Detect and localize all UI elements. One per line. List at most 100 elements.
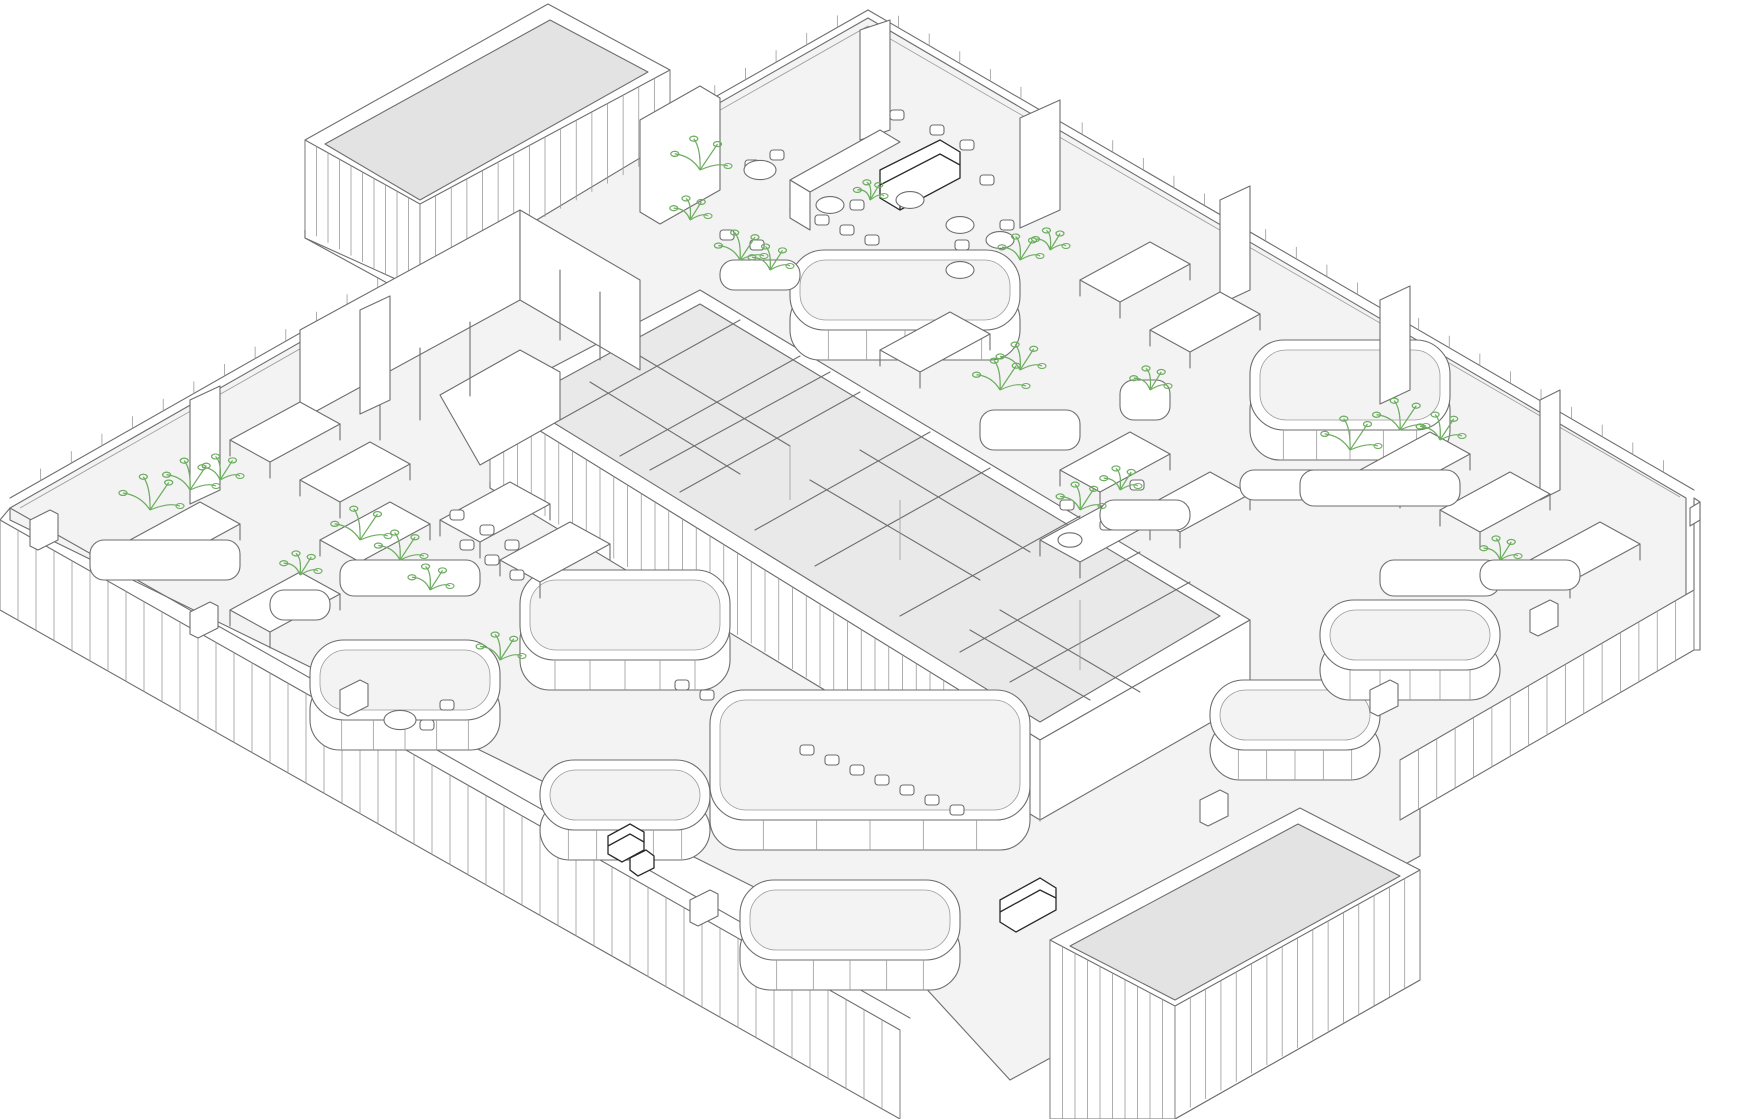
pod-large-conference-inner (719, 699, 1021, 811)
plant-leaf-tip (1055, 230, 1065, 237)
plant-leaf-tip (1035, 252, 1045, 260)
planter-8 (979, 409, 1081, 451)
plant-leaf (359, 513, 378, 541)
round-table-3 (945, 216, 975, 234)
plant-leaf (1079, 504, 1103, 511)
plant-leaf (1060, 495, 1081, 511)
plant-leaf (399, 536, 416, 561)
chair-15 (459, 539, 475, 551)
plant-leaf (718, 245, 741, 261)
desk-8 (1149, 291, 1261, 369)
plant-22 (1031, 227, 1071, 251)
plant-leaf-tip (777, 247, 788, 254)
plant-leaf (499, 654, 523, 661)
plant-13 (995, 341, 1047, 371)
plant-leaf-tip (1010, 233, 1021, 240)
chair-5 (864, 234, 880, 246)
round-table-6 (383, 709, 417, 731)
plant-15 (1055, 481, 1107, 511)
plant-leaf (378, 545, 401, 561)
plant-leaf (869, 194, 885, 201)
plant-leaf-tip (1129, 375, 1139, 382)
bar-counter-top (789, 129, 901, 231)
chair-17 (509, 569, 525, 581)
plant-leaf-tip (1415, 423, 1425, 430)
plant-leaf (1393, 400, 1401, 431)
plant-leaf (734, 232, 741, 261)
plant-leaf-tip (1010, 341, 1020, 348)
plant-leaf (1439, 434, 1463, 441)
round-table-1 (815, 196, 845, 214)
plant-leaf-tip (390, 529, 400, 536)
chair-35 (699, 689, 715, 701)
plant-leaf-tip (291, 550, 301, 557)
plant-leaf-tip (670, 150, 680, 157)
plant-0 (118, 473, 185, 511)
plant-leaf-tip (437, 567, 448, 574)
plant-3 (330, 505, 393, 541)
plant-leaf (673, 207, 691, 221)
plant-leaf (999, 365, 1017, 391)
chair-11 (979, 174, 995, 186)
plant-leaf (1420, 425, 1441, 441)
chair-21 (799, 744, 815, 756)
planter-0 (89, 539, 241, 581)
chair-32 (419, 719, 435, 731)
round-table-5 (945, 261, 975, 279)
desk-15 (879, 311, 991, 389)
plant-leaf-tip (445, 582, 455, 590)
planter-7 (719, 259, 801, 291)
pod-large-conference (709, 689, 1031, 851)
plant-leaf (685, 198, 692, 221)
chair-24 (874, 774, 890, 786)
round-tables (383, 159, 1083, 731)
plant-leaf (1149, 384, 1169, 391)
round-table-7 (1057, 532, 1083, 548)
plant-leaf (499, 638, 515, 661)
plant-leaf-tip (118, 489, 128, 497)
pod-right-far-inner (1329, 609, 1491, 661)
planter-10 (269, 589, 331, 621)
plant-leaf (976, 374, 1001, 391)
plant-leaf-tip (1021, 382, 1031, 390)
plant-leaf (1000, 355, 1021, 371)
plant-leaf (693, 138, 701, 171)
plant-leaf-tip (1070, 481, 1080, 488)
plant-leaf-tip (703, 212, 713, 220)
plant-leaf (1046, 229, 1052, 251)
plant-leaf-tip (1141, 365, 1151, 372)
plant-leaf (1349, 423, 1368, 451)
desk-0 (229, 401, 341, 479)
plant-leaf-tip (852, 186, 862, 193)
plant-leaf-tip (862, 179, 872, 186)
plant-leaf-tip (972, 371, 982, 378)
planter-1 (339, 559, 481, 597)
plant-leaf (689, 201, 702, 221)
plant-20 (1479, 535, 1523, 561)
plant-leaf-tip (279, 560, 289, 567)
pod-front-center-inner (749, 889, 951, 951)
chair-19 (479, 524, 495, 536)
plant-leaf (1145, 368, 1152, 391)
plant-leaf-tip (1339, 415, 1349, 422)
plant-leaf (1119, 484, 1139, 491)
plant-leaf-tip (419, 552, 429, 560)
desk-5 (439, 481, 551, 559)
plant-leaf-tip (1513, 552, 1523, 560)
plant-leaf (866, 181, 872, 201)
chair-25 (899, 784, 915, 796)
plant-leaf-tip (138, 473, 148, 480)
pod-front-center (739, 879, 961, 991)
plant-leaf-tip (509, 635, 519, 642)
plant-leaf-tip (730, 229, 740, 236)
plant-leaf-tip (475, 643, 485, 650)
plant-leaf (869, 184, 880, 201)
plant-leaf-tip (874, 182, 884, 189)
plant-leaf-tip (1029, 345, 1039, 352)
chair-33 (439, 699, 455, 711)
desk-7 (1079, 241, 1191, 319)
desk-6 (499, 521, 611, 599)
plant-leaf (122, 492, 151, 511)
plant-leaf (149, 504, 181, 511)
plant-leaf (183, 460, 191, 491)
